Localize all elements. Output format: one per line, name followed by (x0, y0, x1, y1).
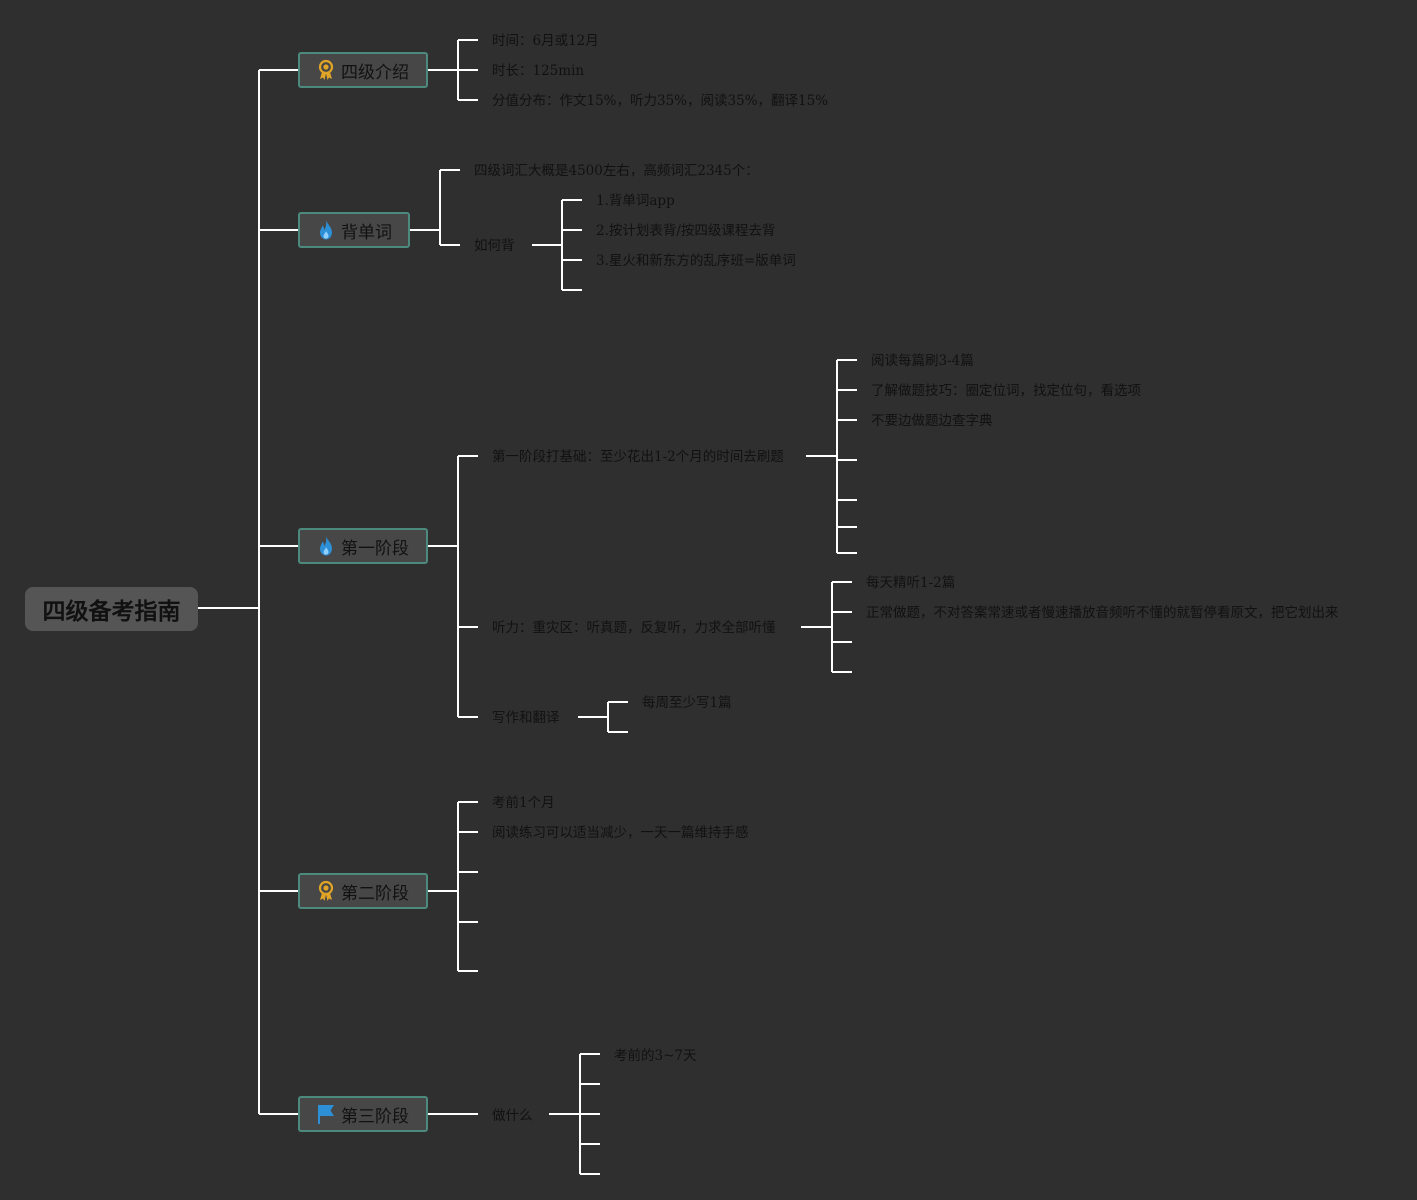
foundation-item: 了解做题技巧：圈定位词，找定位句，看选项 (871, 383, 1141, 399)
branch-stage3[interactable]: 第三阶段 (298, 1096, 428, 1132)
vocab-how-item: 2.按计划表背/按四级课程去背 (596, 223, 776, 239)
branch-stage2[interactable]: 第二阶段 (298, 873, 428, 909)
fire-icon (316, 535, 336, 557)
branch-stage2-label: 第二阶段 (341, 883, 409, 904)
stage3-what-item: 考前的3~7天 (614, 1048, 697, 1064)
branch-stage3-label: 第三阶段 (341, 1106, 409, 1127)
stage1-writing-label: 写作和翻译 (492, 710, 560, 726)
branch-vocab[interactable]: 背单词 (298, 212, 410, 248)
award-ribbon-icon (316, 880, 336, 902)
listening-item: 每天精听1-2篇 (866, 575, 956, 591)
stage1-foundation-label: 第一阶段打基础：至少花出1-2个月的时间去刷题 (492, 449, 784, 465)
award-ribbon-icon (316, 59, 336, 81)
vocab-how-item: 3.星火和新东方的乱序班=版单词 (596, 253, 796, 269)
stage2-item: 考前1个月 (492, 795, 555, 811)
stage3-what-label: 做什么 (492, 1108, 533, 1124)
foundation-item: 不要边做题边查字典 (871, 413, 993, 429)
branch-vocab-label: 背单词 (341, 222, 392, 243)
branch-stage1-label: 第一阶段 (341, 538, 409, 559)
intro-item: 时间：6月或12月 (492, 33, 599, 49)
branch-intro[interactable]: 四级介绍 (298, 52, 428, 88)
vocab-how-label: 如何背 (474, 238, 515, 254)
branch-intro-label: 四级介绍 (341, 62, 409, 83)
flag-icon (316, 1103, 336, 1125)
branch-stage1[interactable]: 第一阶段 (298, 528, 428, 564)
foundation-item: 阅读每篇刷3-4篇 (871, 353, 974, 369)
root-topic[interactable]: 四级备考指南 (25, 587, 198, 631)
vocab-how-item: 1.背单词app (596, 193, 675, 209)
writing-item: 每周至少写1篇 (642, 695, 732, 711)
intro-item: 分值分布：作文15%，听力35%，阅读35%，翻译15% (492, 93, 829, 109)
vocab-summary: 四级词汇大概是4500左右，高频词汇2345个： (474, 163, 759, 179)
listening-item: 正常做题，不对答案常速或者慢速播放音频听不懂的就暂停看原文，把它划出来 (866, 605, 1339, 621)
intro-item: 时长：125min (492, 63, 585, 79)
stage1-listening-label: 听力：重灾区：听真题，反复听，力求全部听懂 (492, 620, 776, 636)
root-title: 四级备考指南 (42, 599, 181, 625)
fire-icon (316, 219, 336, 241)
stage2-item: 阅读练习可以适当减少，一天一篇维持手感 (492, 825, 749, 841)
